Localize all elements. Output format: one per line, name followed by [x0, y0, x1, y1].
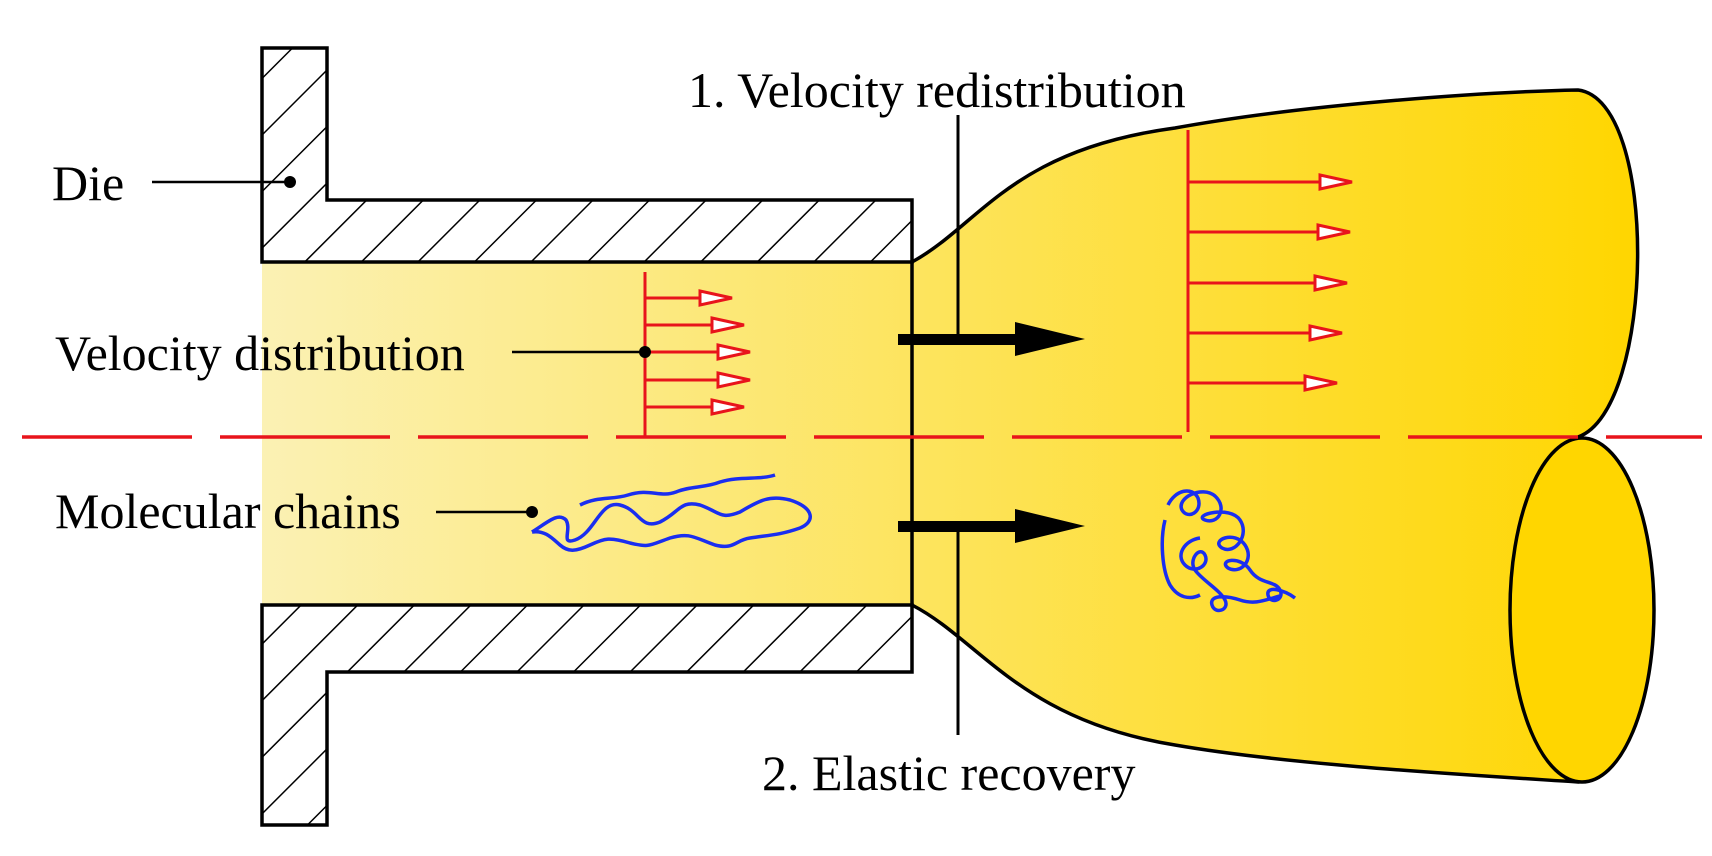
extrudate-end-face	[1508, 436, 1656, 784]
molecular-chain-stretched-tail	[579, 473, 776, 507]
leader-die	[152, 176, 296, 188]
molecular-chains-label: Molecular chains	[55, 483, 401, 539]
die-label: Die	[52, 155, 124, 211]
flow-arrow-icon	[898, 509, 1085, 543]
leader-molecular-chains	[436, 506, 538, 518]
melt-in-die	[262, 262, 912, 605]
velocity-profile-die	[643, 272, 751, 437]
velocity-distribution-label: Velocity distribution	[55, 325, 465, 381]
elastic-recovery-label: 2. Elastic recovery	[762, 745, 1135, 801]
molecular-chain-coiled	[1160, 489, 1297, 613]
velocity-profile-extrudate	[1186, 130, 1353, 432]
die-upper-wall	[260, 46, 914, 264]
velocity-redistribution-label: 1. Velocity redistribution	[688, 62, 1186, 118]
flow-arrow-icon	[898, 322, 1085, 356]
leader-velocity-distribution	[512, 346, 651, 358]
die-lower-wall	[260, 603, 914, 827]
molecular-chain-stretched	[531, 496, 812, 552]
